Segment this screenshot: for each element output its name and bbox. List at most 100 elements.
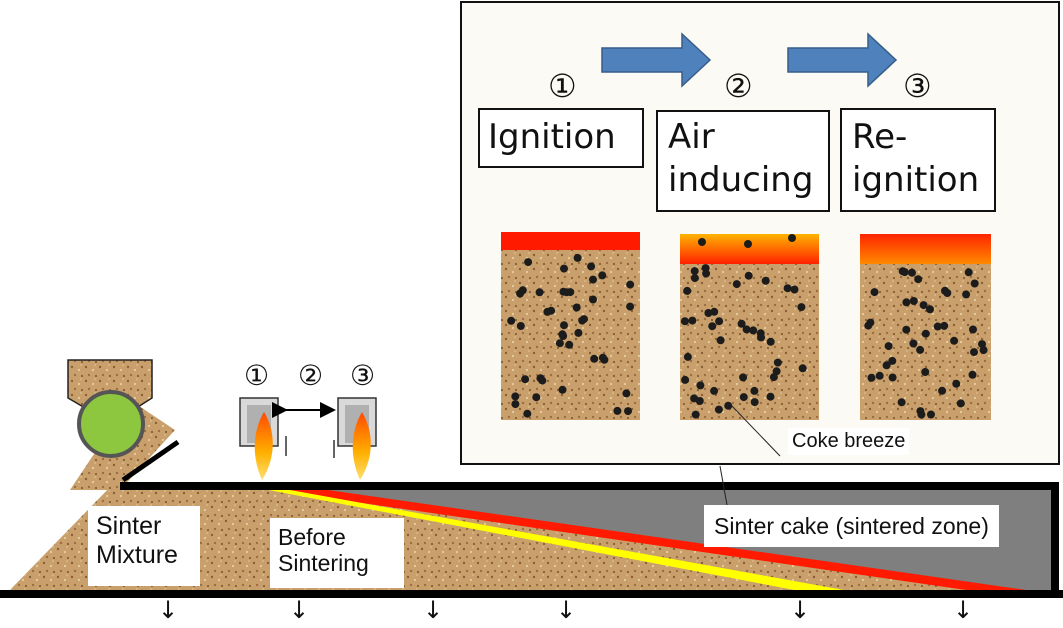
coke-particle (909, 297, 918, 305)
strand-right-edge (1051, 482, 1059, 594)
coke-particle (909, 339, 918, 348)
coke-particle (750, 398, 759, 407)
coke-particle (696, 381, 705, 390)
suction-arrow: ↓ (790, 596, 811, 624)
coke-particle (970, 348, 978, 357)
coke-particle (507, 316, 516, 325)
column-ignition (501, 232, 640, 420)
coke-particle (882, 361, 891, 370)
coke-particle (613, 406, 622, 415)
step-number-2: ② (724, 67, 753, 105)
strand-grate (0, 590, 1063, 598)
sinter-cake-label: Sinter cake (sintered zone) (704, 505, 999, 548)
coke-particle (704, 309, 713, 317)
burner-number-3: ③ (350, 359, 376, 392)
coke-particle (690, 274, 699, 283)
coke-particle (956, 399, 965, 408)
coke-particle (701, 264, 710, 273)
step-label-air-inducing: Air inducing (656, 110, 830, 212)
coke-particle (574, 328, 583, 337)
coke-particle (739, 373, 748, 382)
coke-particle (558, 385, 567, 394)
coke-particle (916, 345, 925, 354)
burner-number-2: ② (298, 359, 324, 392)
coke-particle (580, 315, 588, 324)
coke-particle (732, 280, 741, 289)
coke-particle (695, 397, 704, 405)
feed-drum (77, 390, 145, 458)
step-label-re-ignition: Re-ignition (840, 108, 996, 212)
coke-particle (589, 275, 597, 284)
coke-particle (744, 271, 753, 280)
burner-number-1: ① (244, 359, 270, 392)
coke-particle (761, 276, 770, 285)
coke-particle (921, 329, 930, 338)
coke-particle (797, 303, 806, 312)
coke-particle (902, 298, 911, 307)
coke-particle (680, 317, 689, 326)
step-arrow-2 (787, 32, 898, 88)
coke-particle (626, 302, 635, 311)
coke-particle (870, 288, 879, 297)
coke-particle (757, 333, 765, 342)
coke-particle (587, 262, 596, 271)
coke-particle (750, 386, 759, 395)
coke-particle (962, 290, 971, 299)
coke-particle (622, 389, 631, 398)
coke-particle (598, 353, 607, 362)
combustion-zone (258, 486, 1040, 592)
coke-particle (560, 264, 568, 273)
step-arrow-1 (601, 32, 712, 88)
coke-particle (573, 253, 582, 262)
coke-particle (943, 289, 952, 297)
coke-particle (798, 364, 807, 373)
coke-particle (708, 322, 717, 331)
coke-particle (902, 325, 911, 334)
coke-particle (535, 288, 544, 297)
coke-particle (790, 285, 799, 294)
coke-particle (952, 379, 961, 388)
coke-particle (875, 371, 884, 380)
coke-particle (690, 267, 699, 276)
coke-particle (688, 316, 697, 325)
coke-particle (624, 407, 632, 416)
coke-particle (572, 303, 581, 312)
coke-particle (914, 275, 923, 284)
coke-particle (766, 337, 775, 346)
coke-particle (921, 368, 930, 376)
coke-particle (536, 374, 545, 383)
coke-particle (908, 268, 916, 277)
coke-particle (900, 268, 909, 277)
coke-particle (970, 279, 979, 288)
coke-particle (950, 336, 959, 345)
coke-particle (864, 321, 873, 330)
coke-particle (590, 354, 599, 363)
coke-particle (521, 375, 530, 384)
coke-particle (783, 284, 792, 293)
suction-arrow: ↓ (953, 596, 974, 624)
coke-particle (555, 339, 564, 348)
coke-particle (715, 317, 724, 326)
coke-particle (691, 410, 700, 419)
coke-particle (562, 288, 571, 297)
coke-particle (968, 370, 977, 379)
coke-particle (698, 238, 706, 246)
burner-1 (239, 397, 287, 480)
coke-particle (683, 286, 692, 295)
coke-particle (681, 375, 690, 384)
coke-leader-line (729, 403, 781, 457)
strand-top-edge (120, 482, 1055, 490)
sinter-mixture-label: Sinter Mixture (88, 506, 200, 586)
coke-particle (917, 410, 926, 419)
coke-particle (933, 322, 942, 331)
suction-arrow: ↓ (289, 596, 310, 624)
coke-particle (884, 342, 893, 351)
coke-particle (964, 268, 973, 277)
coke-particle (766, 392, 775, 401)
coke-particle (772, 367, 781, 376)
step-number-1: ① (548, 67, 577, 105)
coke-particle (737, 319, 746, 328)
coke-particle (927, 410, 935, 419)
coke-particle (532, 393, 541, 402)
